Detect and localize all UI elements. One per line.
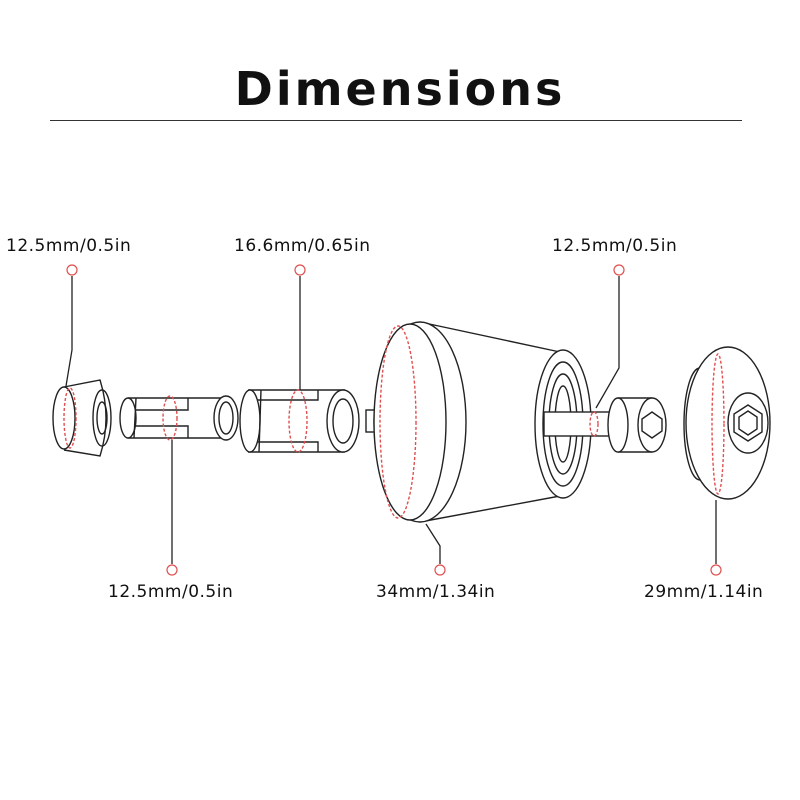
page-title: Dimensions (234, 62, 566, 116)
label-tip-diameter: 12.5mm/0.5in (6, 236, 132, 256)
end-cap-part (683, 346, 771, 500)
label-bolt-diameter: 12.5mm/0.5in (552, 236, 678, 256)
label-sleeve-diameter: 16.6mm/0.65in (234, 236, 371, 256)
tapered-tip-part (52, 379, 112, 457)
label-cap-diameter: 29mm/1.14in (644, 582, 764, 602)
title-divider (50, 120, 742, 121)
label-body-diameter: 34mm/1.34in (376, 582, 496, 602)
marker-dots (66, 264, 722, 576)
label-small-sleeve-diameter: 12.5mm/0.5in (108, 582, 234, 602)
small-slotted-sleeve-part (119, 395, 239, 441)
large-slotted-sleeve-part (239, 389, 360, 453)
conical-body-part (365, 321, 667, 523)
leader-lines (65, 276, 717, 564)
